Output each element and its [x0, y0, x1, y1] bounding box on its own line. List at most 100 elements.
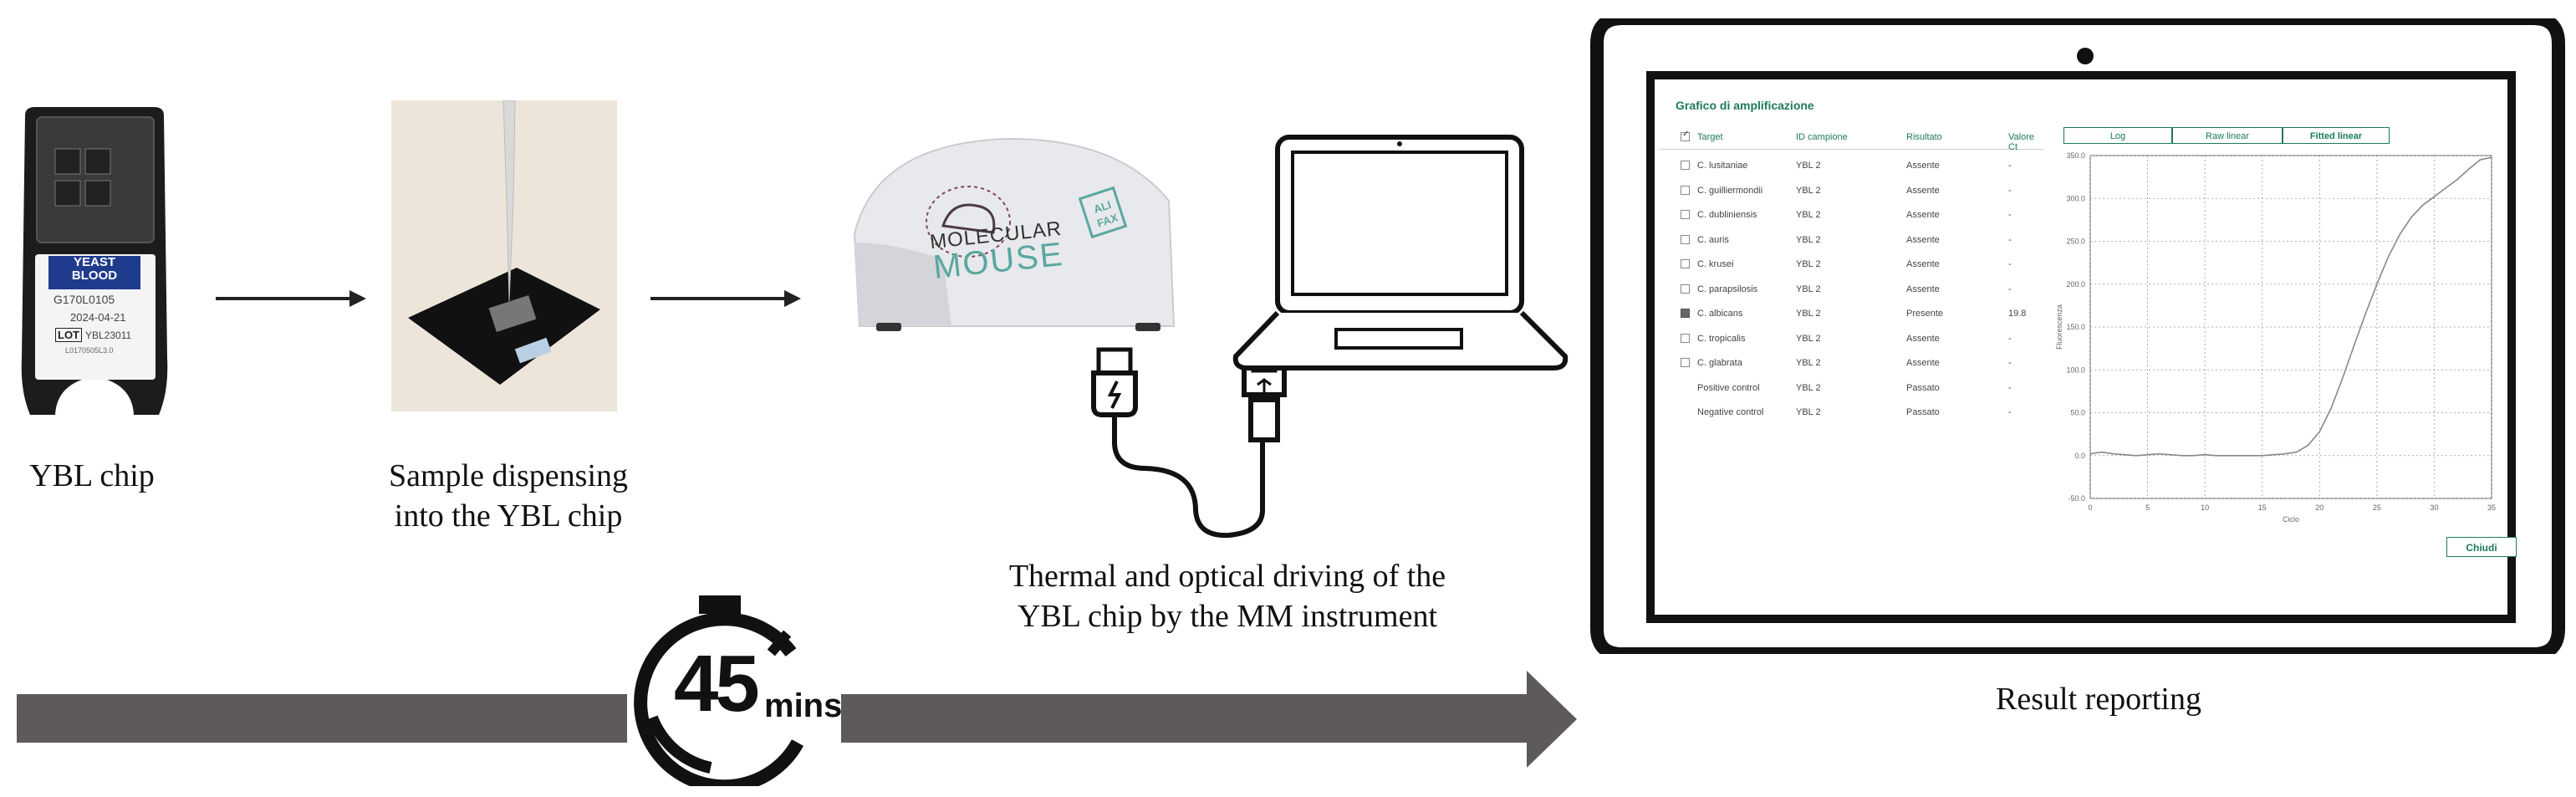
table-row[interactable]: C. albicans YBL 2 Presente 19.8	[1659, 302, 2043, 326]
row-checkbox[interactable]	[1681, 185, 1690, 195]
cell-sample-id: YBL 2	[1796, 333, 1821, 344]
row-checkbox[interactable]	[1681, 161, 1690, 170]
cell-result: Assente	[1906, 333, 1940, 344]
y-tick-label: 50.0	[2070, 409, 2085, 417]
x-tick-label: 15	[2258, 503, 2267, 512]
cell-result: Passato	[1906, 407, 1940, 417]
result-screen: Grafico di amplificazione ✓ Target ID ca…	[1659, 84, 2517, 585]
cell-ct-value: 19.8	[2008, 309, 2027, 319]
chip-label-line1: YEAST	[73, 255, 115, 269]
chip-date: 2024-04-21	[70, 311, 126, 324]
ybl-chip-image	[17, 107, 172, 416]
timeline-arrowhead	[1527, 671, 1577, 768]
row-checkbox[interactable]	[1681, 333, 1690, 343]
cell-sample-id: YBL 2	[1796, 382, 1821, 393]
cell-ct-value: -	[2008, 210, 2012, 220]
cell-ct-value: -	[2008, 333, 2012, 344]
cell-sample-id: YBL 2	[1796, 161, 1821, 171]
col-header-target: Target	[1697, 132, 1723, 142]
cell-sample-id: YBL 2	[1796, 210, 1821, 220]
row-checkbox[interactable]	[1681, 358, 1690, 367]
cell-ct-value: -	[2008, 161, 2012, 171]
row-checkbox[interactable]	[1681, 210, 1690, 219]
y-axis-label: Fluorescenza	[2055, 304, 2063, 350]
sample-dispensing-caption: Sample dispensing into the YBL chip	[388, 458, 629, 534]
table-header: ✓ Target ID campione Risultato Valore Ct	[1659, 130, 2043, 152]
timeline-bar-right	[836, 694, 1530, 743]
flow-arrow-2	[650, 290, 801, 307]
tab-raw-linear[interactable]: Raw linear	[2172, 127, 2283, 144]
cell-sample-id: YBL 2	[1796, 407, 1821, 417]
x-tick-label: 20	[2315, 503, 2324, 512]
cell-target: C. albicans	[1697, 309, 1743, 319]
view-tabs: Log Raw linear Fitted linear	[2063, 127, 2398, 146]
x-axis-label: Ciclo	[2283, 515, 2299, 524]
chip-label-line2: BLOOD	[71, 268, 118, 283]
row-checkbox[interactable]	[1681, 284, 1690, 294]
cell-result: Presente	[1906, 309, 1944, 319]
cell-ct-value: -	[2008, 382, 2012, 393]
tab-fitted-linear[interactable]: Fitted linear	[2283, 127, 2390, 144]
row-checkbox[interactable]	[1681, 234, 1690, 244]
close-button[interactable]: Chiudi	[2446, 537, 2517, 557]
cell-target: C. dubliniensis	[1697, 210, 1757, 220]
timer-unit: mins	[764, 687, 843, 724]
cell-result: Assente	[1906, 234, 1940, 245]
molecular-mouse-instrument	[843, 134, 1177, 335]
cell-ct-value: -	[2008, 234, 2012, 245]
cell-target: Positive control	[1697, 382, 1760, 393]
timer-number: 45	[674, 639, 760, 728]
screen-title: Grafico di amplificazione	[1676, 99, 1814, 112]
y-tick-label: 100.0	[2066, 365, 2085, 374]
x-tick-label: 10	[2201, 503, 2209, 512]
cell-ct-value: -	[2008, 358, 2012, 368]
y-tick-label: 250.0	[2066, 238, 2085, 246]
cell-sample-id: YBL 2	[1796, 185, 1821, 196]
cell-ct-value: -	[2008, 185, 2012, 196]
select-all-checkbox[interactable]: ✓	[1681, 130, 1690, 141]
y-tick-label: -50.0	[2068, 494, 2085, 503]
col-header-id: ID campione	[1796, 132, 1848, 142]
chip-small-code: L0170505L3.0	[65, 346, 114, 355]
instrument-caption: Thermal and optical driving of the YBL c…	[1008, 559, 1446, 634]
x-tick-label: 0	[2088, 503, 2092, 512]
chip-lot-tag: LOT	[55, 328, 82, 342]
cell-sample-id: YBL 2	[1796, 309, 1821, 319]
table-row[interactable]: C. lusitaniae YBL 2 Assente -	[1659, 154, 2043, 178]
cell-target: C. guilliermondii	[1697, 185, 1763, 196]
row-checkbox[interactable]	[1681, 309, 1690, 318]
col-header-result: Risultato	[1906, 132, 1942, 142]
cell-target: C. lusitaniae	[1697, 161, 1748, 171]
table-row[interactable]: C. glabrata YBL 2 Assente -	[1659, 351, 2043, 376]
cell-result: Assente	[1906, 259, 1940, 269]
cell-target: C. glabrata	[1697, 358, 1742, 368]
cell-sample-id: YBL 2	[1796, 358, 1821, 368]
cell-result: Assente	[1906, 358, 1940, 368]
flow-arrow-1	[216, 290, 366, 307]
laptop-icon	[1232, 135, 1569, 370]
x-tick-label: 5	[2145, 503, 2150, 512]
webcam-icon	[2077, 48, 2094, 64]
row-checkbox[interactable]	[1681, 259, 1690, 268]
tab-log[interactable]: Log	[2063, 127, 2172, 144]
ybl-chip-caption: YBL chip	[29, 458, 155, 493]
cell-ct-value: -	[2008, 284, 2012, 294]
sample-dispensing-photo	[391, 100, 617, 411]
table-row[interactable]: C. tropicalis YBL 2 Assente -	[1659, 327, 2043, 351]
cell-result: Assente	[1906, 161, 1940, 171]
cell-target: Negative control	[1697, 407, 1764, 417]
cell-ct-value: -	[2008, 407, 2012, 417]
cell-target: C. parapsilosis	[1697, 284, 1758, 294]
cell-target: C. tropicalis	[1697, 333, 1746, 344]
table-row[interactable]: Negative control YBL 2 Passato -	[1659, 401, 2043, 425]
cell-target: C. krusei	[1697, 259, 1734, 269]
y-tick-label: 150.0	[2066, 323, 2085, 331]
